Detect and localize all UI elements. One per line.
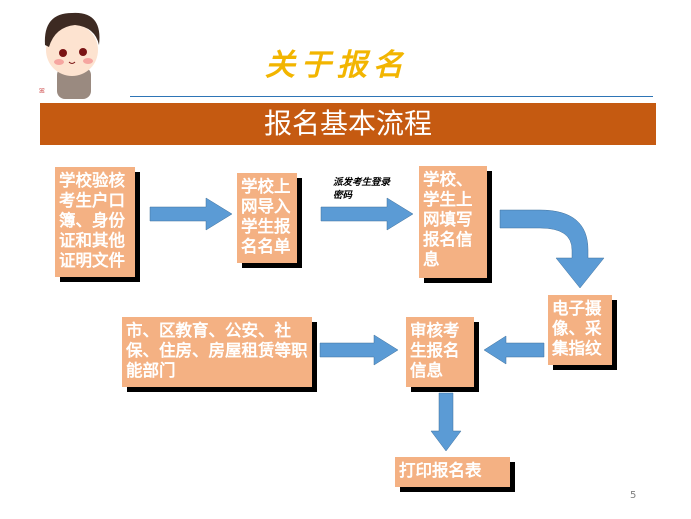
- arrow-label-password: 派发考生登录密码: [333, 176, 391, 202]
- step-photo-fingerprint: 电子摄像、采集指纹: [548, 295, 612, 365]
- arrow-departments-to-review: [319, 334, 399, 366]
- section-banner: 报名基本流程: [40, 103, 656, 145]
- step-review: 审核考生报名信息: [406, 317, 474, 387]
- svg-text:ꕤ: ꕤ: [39, 87, 45, 95]
- arrow-capture-to-review: [483, 335, 545, 365]
- mascot-image: ꕤ: [35, 5, 110, 100]
- page-number: 5: [630, 490, 637, 501]
- arrow-label-text: 派发考生登录密码: [333, 177, 391, 201]
- step-verify-documents: 学校验核考生户口簿、身份证和其他证明文件: [55, 167, 135, 277]
- title-divider: [130, 96, 653, 97]
- step-print-form: 打印报名表: [395, 457, 510, 487]
- arrow-import-to-fill: [320, 197, 414, 231]
- step-import-students: 学校上网导入学生报名名单: [237, 173, 297, 263]
- page-title: 关于报名: [265, 48, 409, 83]
- step-online-fill: 学校、学生上网填写报名信息: [419, 166, 487, 278]
- arrow-review-to-print: [430, 392, 462, 452]
- step-departments: 市、区教育、公安、社保、住房、房屋租赁等职能部门: [122, 317, 312, 387]
- arrow-fill-to-capture-curved: [499, 209, 605, 289]
- arrow-verify-to-import: [149, 197, 233, 231]
